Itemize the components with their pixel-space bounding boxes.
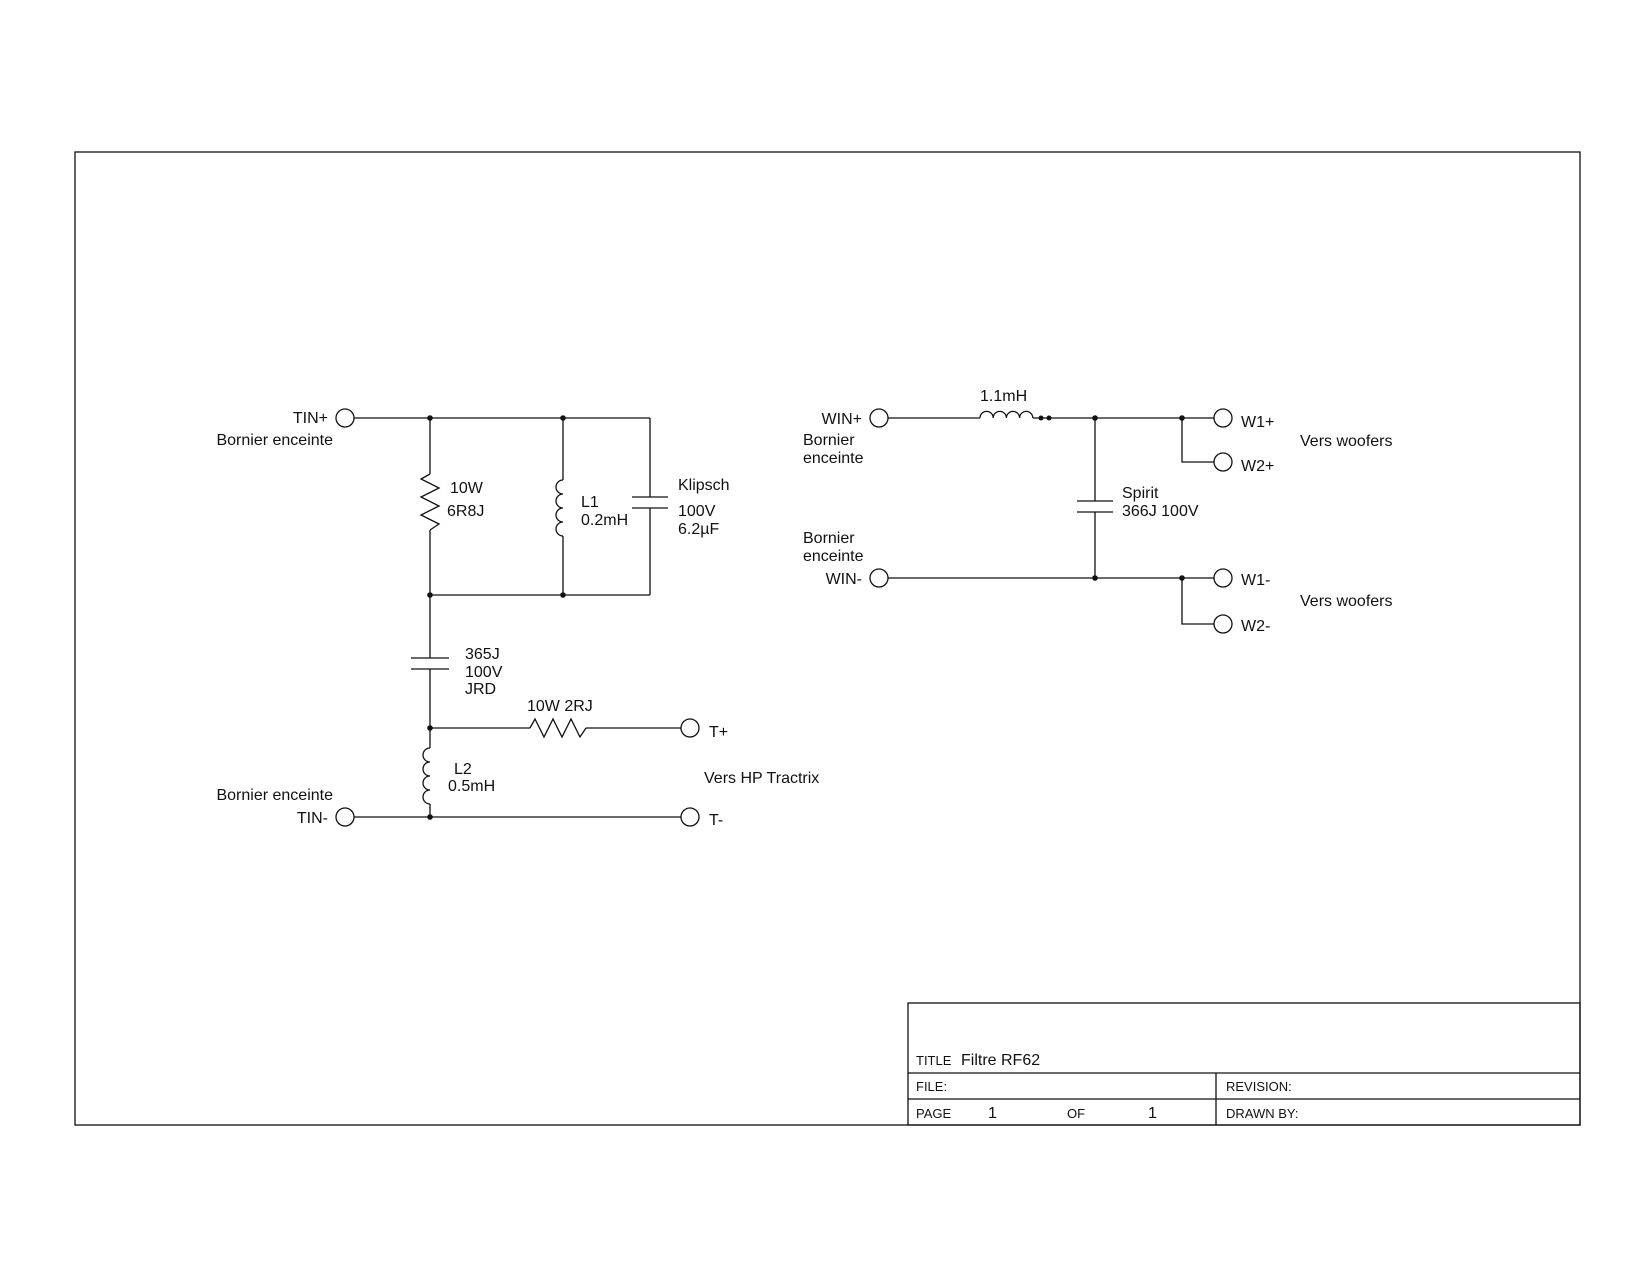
- page-value: 1: [988, 1105, 997, 1122]
- label-c1-voltage: 100V: [678, 503, 716, 520]
- label-c3-value: 366J 100V: [1122, 503, 1199, 520]
- label-l2-ref: L2: [454, 761, 472, 778]
- label-l2-value: 0.5mH: [448, 778, 495, 795]
- label-r2: 10W 2RJ: [527, 698, 593, 715]
- junction-dot: [1046, 415, 1052, 421]
- label-w2-minus: W2-: [1241, 618, 1270, 635]
- terminal-win-plus: [869, 408, 889, 428]
- terminal-tin-minus: [335, 807, 355, 827]
- terminal-tin-plus: [335, 408, 355, 428]
- inductor-l3: [979, 410, 1034, 419]
- capacitor-c1: [632, 496, 668, 509]
- junction-dot: [1179, 415, 1185, 421]
- title-block-frame: [907, 1002, 1581, 1126]
- junction-dot: [427, 814, 433, 820]
- title-block-divider: [908, 1072, 1580, 1125]
- label-c1-value: 6.2µF: [678, 521, 719, 538]
- label-tin-plus-desc: Bornier enceinte: [216, 432, 333, 449]
- label-w1-minus: W1-: [1241, 572, 1270, 589]
- label-woofer-destination-plus: Vers woofers: [1300, 433, 1392, 450]
- junction-dot: [427, 725, 433, 731]
- label-win-minus: WIN-: [826, 571, 862, 588]
- junction-dot: [1092, 415, 1098, 421]
- title-label: TITLE: [916, 1053, 952, 1068]
- capacitor-c2: [411, 657, 449, 670]
- of-label: OF: [1067, 1106, 1085, 1121]
- label-l3: 1.1mH: [980, 388, 1027, 405]
- label-c2-brand: JRD: [465, 681, 496, 698]
- title-value: Filtre RF62: [961, 1052, 1040, 1069]
- title-block: TITLE Filtre RF62 FILE: REVISION: PAGE 1…: [907, 1002, 1581, 1126]
- inductor-l2: [422, 747, 431, 805]
- label-c3-brand: Spirit: [1122, 485, 1159, 502]
- label-r1-value: 6R8J: [447, 503, 484, 520]
- label-l1-ref: L1: [581, 494, 599, 511]
- junction-dot: [1092, 575, 1098, 581]
- tweeter-filter: TIN+ Bornier enceinte Bornier enceinte T…: [216, 408, 819, 829]
- junction-dot: [560, 592, 566, 598]
- terminal-t-plus: [680, 718, 700, 738]
- label-c1-brand: Klipsch: [678, 477, 730, 494]
- label-l1-value: 0.2mH: [581, 512, 628, 529]
- junction-dot: [427, 592, 433, 598]
- resistor-r1: [419, 473, 441, 531]
- label-woofer-destination-minus: Vers woofers: [1300, 593, 1392, 610]
- terminal-w2-minus: [1213, 614, 1233, 634]
- wire-w2-plus: [1181, 418, 1214, 463]
- label-win-plus-desc-2: enceinte: [803, 450, 864, 467]
- drawing-border: [74, 151, 1581, 1126]
- of-value: 1: [1148, 1105, 1157, 1122]
- label-tweeter-destination: Vers HP Tractrix: [704, 770, 819, 787]
- woofer-filter: WIN+ Bornier enceinte Bornier enceinte W…: [803, 388, 1392, 635]
- capacitor-c3: [1077, 500, 1113, 513]
- label-c2-voltage: 100V: [465, 664, 503, 681]
- junction-dot: [1038, 415, 1044, 421]
- terminal-w1-minus: [1213, 568, 1233, 588]
- junction-dot: [1179, 575, 1185, 581]
- label-w1-plus: W1+: [1241, 414, 1274, 431]
- label-win-plus-desc-1: Bornier: [803, 432, 855, 449]
- junction-dot: [560, 415, 566, 421]
- terminal-w2-plus: [1213, 452, 1233, 472]
- label-t-plus: T+: [709, 724, 728, 741]
- terminal-w1-plus: [1213, 408, 1233, 428]
- drawn-by-label: DRAWN BY:: [1226, 1106, 1298, 1121]
- inductor-l1: [555, 479, 564, 537]
- page-label: PAGE: [916, 1106, 951, 1121]
- terminal-win-minus: [869, 568, 889, 588]
- label-r1-power: 10W: [450, 480, 484, 497]
- wire-w2-minus: [1181, 578, 1214, 625]
- label-t-minus: T-: [709, 812, 723, 829]
- label-tin-minus: TIN-: [297, 810, 328, 827]
- label-tin-plus: TIN+: [293, 410, 328, 427]
- label-win-plus: WIN+: [822, 411, 862, 428]
- junction-dot: [427, 415, 433, 421]
- label-win-minus-desc-1: Bornier: [803, 530, 855, 547]
- label-c2-value: 365J: [465, 646, 500, 663]
- file-label: FILE:: [916, 1079, 947, 1094]
- label-w2-plus: W2+: [1241, 458, 1274, 475]
- label-win-minus-desc-2: enceinte: [803, 548, 864, 565]
- terminal-t-minus: [680, 807, 700, 827]
- revision-label: REVISION:: [1226, 1079, 1292, 1094]
- label-tin-minus-desc: Bornier enceinte: [216, 787, 333, 804]
- resistor-r2: [529, 717, 587, 739]
